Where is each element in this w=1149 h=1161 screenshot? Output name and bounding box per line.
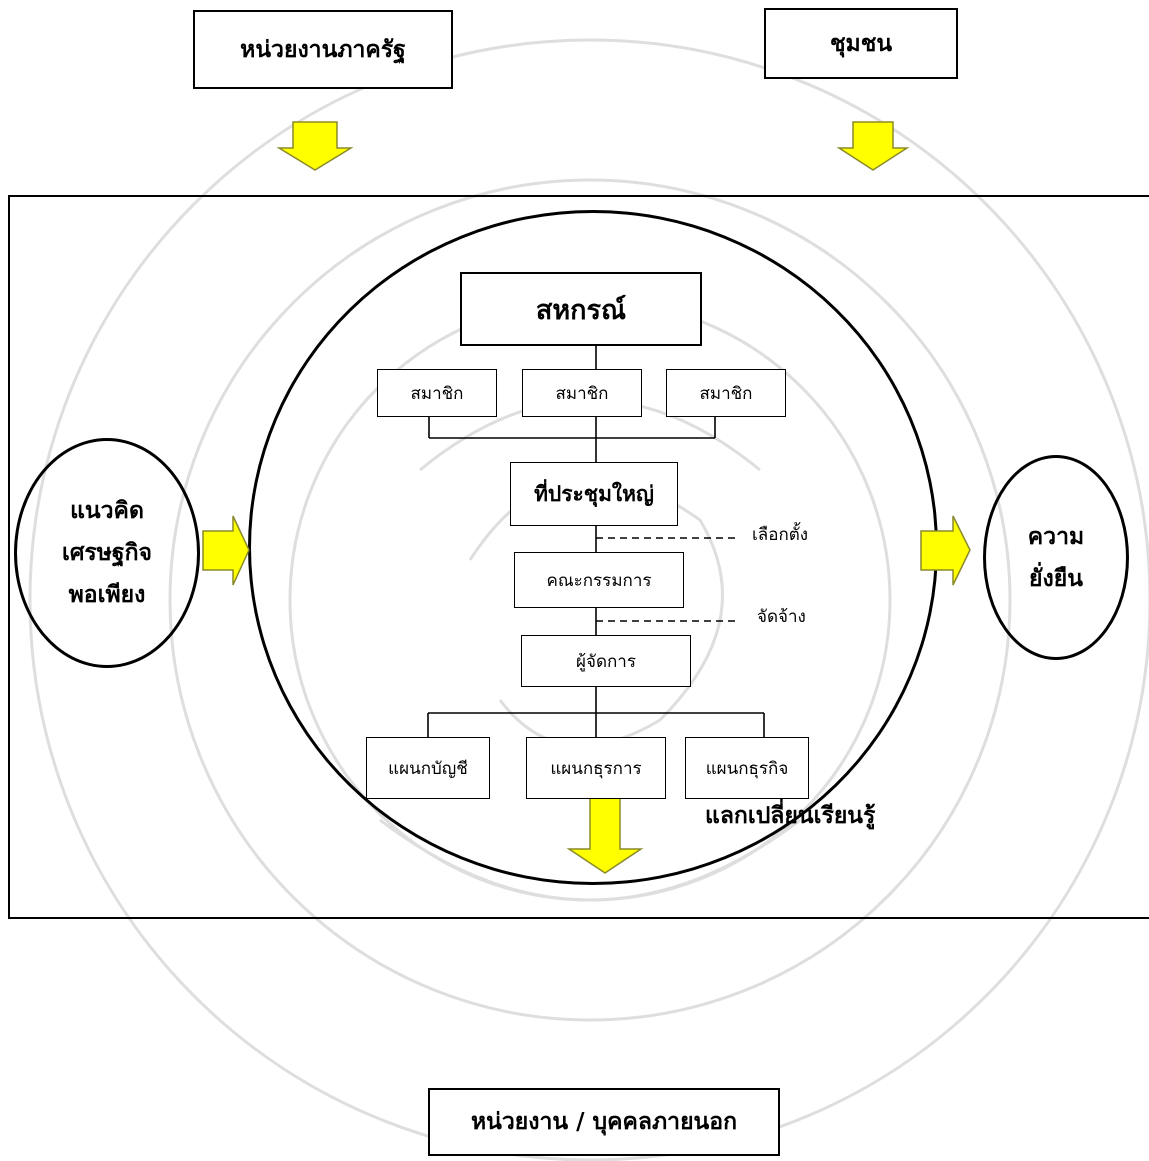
manager-box: ผู้จัดการ <box>521 635 691 687</box>
elect-label: เลือกตั้ง <box>752 525 809 545</box>
department-box-business: แผนกธุรกิจ <box>685 737 809 799</box>
outcome-line-1: ความ <box>1027 522 1085 550</box>
member-box-1: สมาชิก <box>377 369 497 417</box>
government-agency-label: หน่วยงานภาครัฐ <box>240 35 406 63</box>
department-box-accounting: แผนกบัญชี <box>366 737 490 799</box>
government-agency-box: หน่วยงานภาครัฐ <box>193 10 453 89</box>
department-label-admin: แผนกธุรการ <box>550 758 642 779</box>
sustainability-ellipse: ความ ยั่งยืน <box>983 455 1129 660</box>
general-assembly-box: ที่ประชุมใหญ่ <box>510 462 678 526</box>
concept-line-2: เศรษฐกิจ <box>61 539 153 566</box>
department-box-admin: แผนกธุรการ <box>526 737 666 799</box>
concept-line-3: พอเพียง <box>68 581 146 608</box>
committee-box: คณะกรรมการ <box>514 552 684 608</box>
outcome-line-2: ยั่งยืน <box>1029 564 1083 592</box>
hire-label: จัดจ้าง <box>757 607 806 627</box>
member-box-2: สมาชิก <box>522 369 642 417</box>
member-label-1: สมาชิก <box>410 383 464 404</box>
committee-label: คณะกรรมการ <box>546 570 652 591</box>
department-label-business: แผนกธุรกิจ <box>705 758 789 779</box>
community-box: ชุมชน <box>764 8 958 79</box>
member-label-2: สมาชิก <box>555 383 609 404</box>
main-frame <box>8 195 1149 919</box>
sufficiency-economy-ellipse: แนวคิด เศรษฐกิจ พอเพียง <box>14 438 200 668</box>
concept-line-1: แนวคิด <box>70 497 144 524</box>
manager-label: ผู้จัดการ <box>576 651 636 672</box>
general-assembly-label: ที่ประชุมใหญ่ <box>534 480 654 506</box>
member-box-3: สมาชิก <box>666 369 786 417</box>
cooperative-title-box: สหกรณ์ <box>460 272 702 346</box>
external-party-label: หน่วยงาน / บุคคลภายนอก <box>470 1108 738 1135</box>
cooperative-title: สหกรณ์ <box>535 294 627 326</box>
external-party-box: หน่วยงาน / บุคคลภายนอก <box>428 1088 780 1156</box>
department-label-accounting: แผนกบัญชี <box>388 758 468 779</box>
member-label-3: สมาชิก <box>699 383 753 404</box>
knowledge-exchange-label: แลกเปลี่ยนเรียนรู้ <box>705 802 876 829</box>
community-label: ชุมชน <box>829 29 893 57</box>
